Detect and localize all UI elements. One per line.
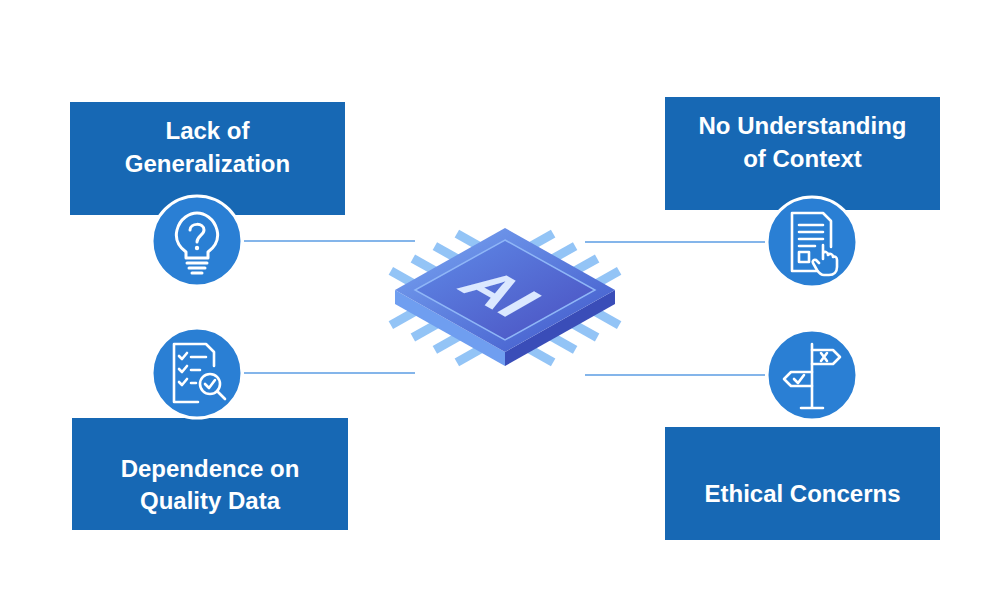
challenge-box: Lack of Generalization [70, 102, 345, 215]
challenge-label: No Understanding of Context [690, 110, 915, 175]
connector-line [244, 372, 415, 374]
connector-line [585, 241, 765, 243]
connector-line [585, 374, 765, 376]
challenge-label: Lack of Generalization [95, 115, 320, 180]
icon-circle [150, 326, 244, 420]
icon-circle [150, 194, 244, 288]
challenge-label: Ethical Concerns [704, 478, 900, 510]
icon-circle [765, 328, 859, 422]
challenge-box: Ethical Concerns [665, 427, 940, 540]
connector-line [244, 240, 415, 242]
ai-chip-node: AI [415, 235, 585, 350]
challenge-box: No Understanding of Context [665, 97, 940, 210]
icon-circle [765, 195, 859, 289]
challenge-box: Dependence on Quality Data [72, 418, 348, 530]
challenge-label: Dependence on Quality Data [97, 453, 323, 518]
